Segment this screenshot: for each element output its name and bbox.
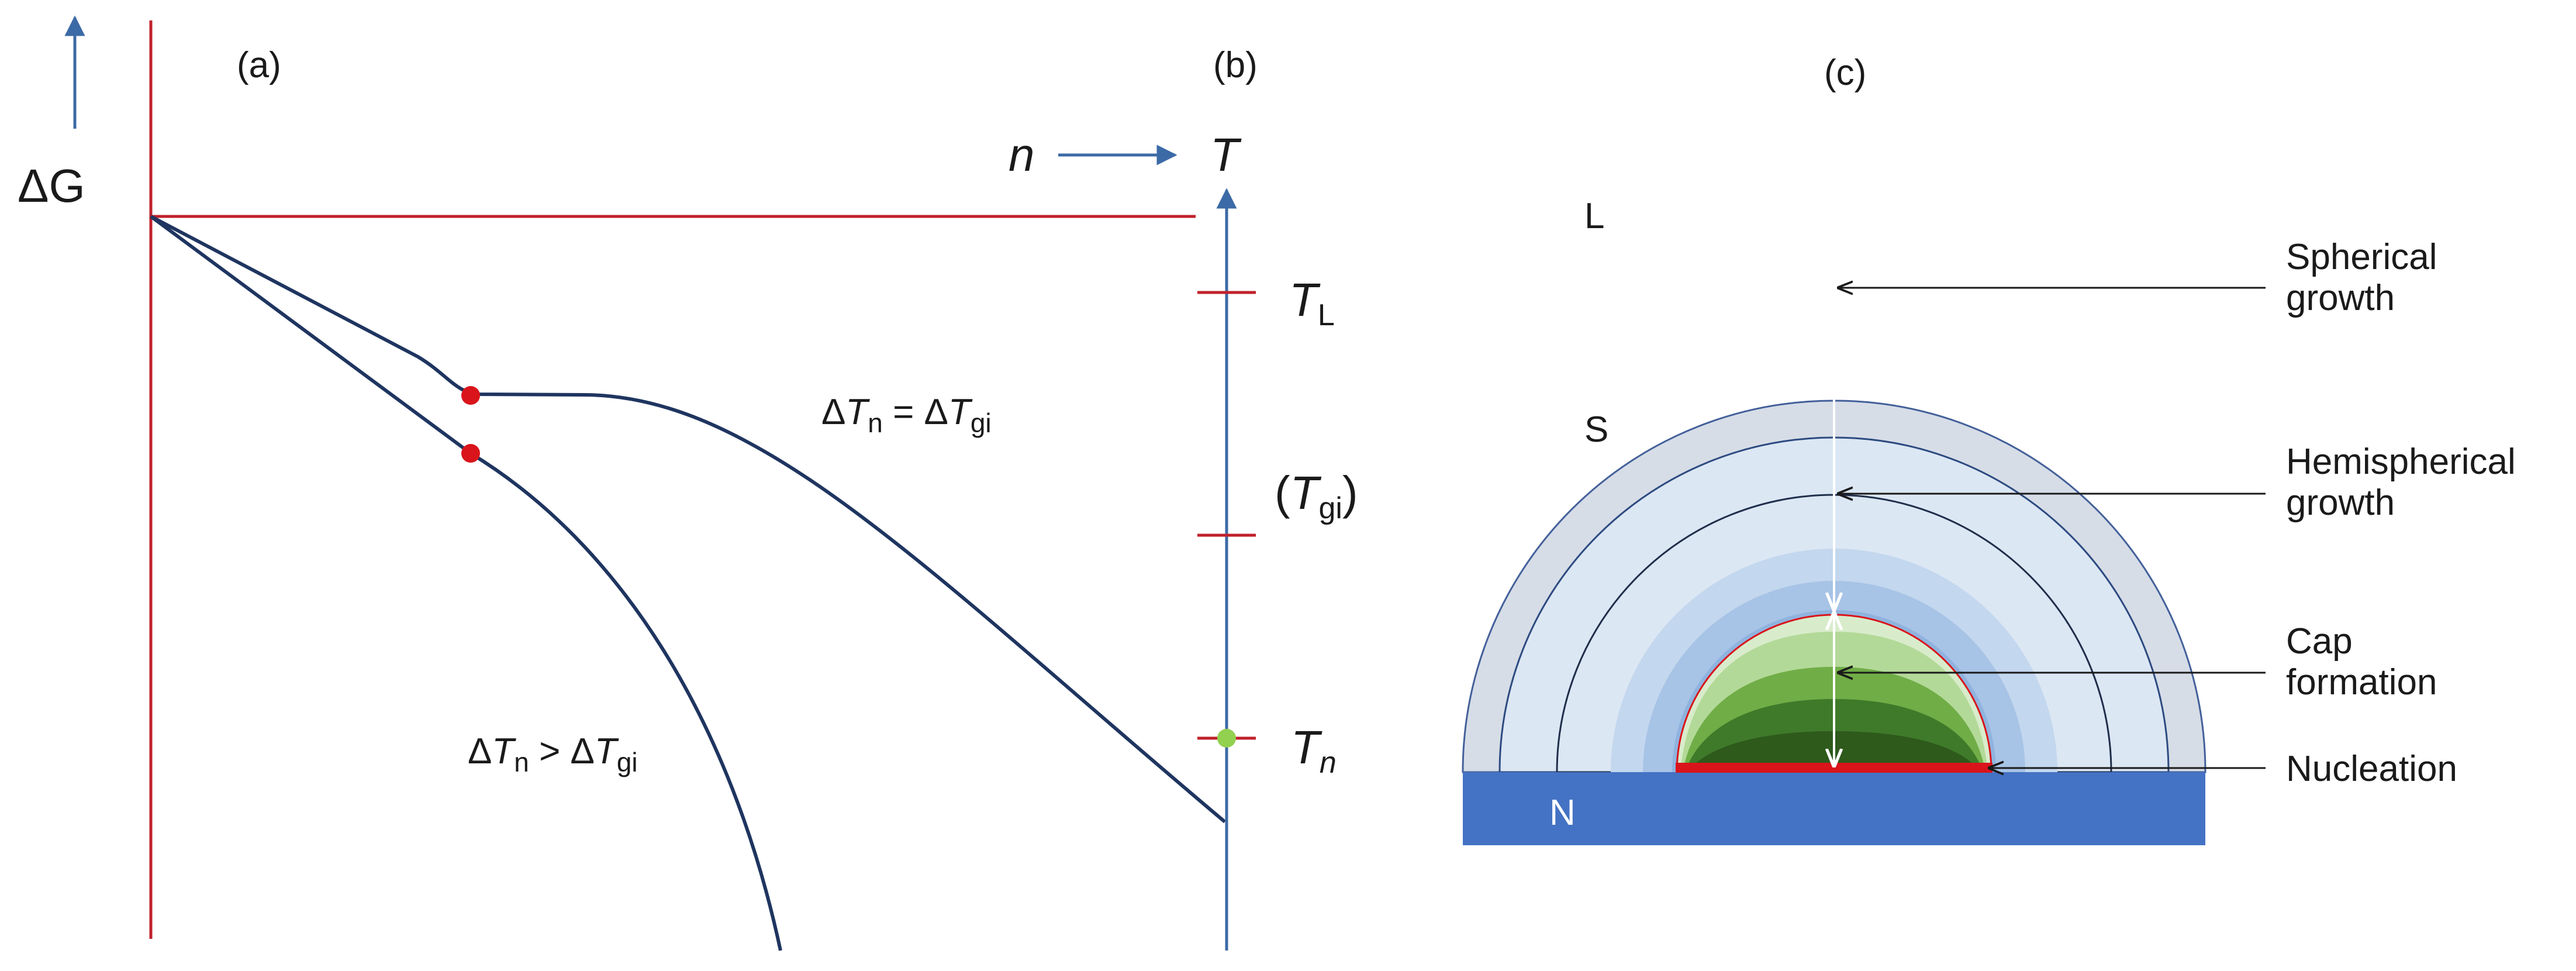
label-tn: Tn xyxy=(1291,721,1337,780)
label-greater-undercooling: ΔTn > ΔTgi xyxy=(468,731,638,777)
panel-c-label: (c) xyxy=(1824,53,1866,93)
panel-a: (a) ΔG ΔTn = ΔTgi ΔTn > ΔTgi xyxy=(18,15,1226,951)
marker-lower-curve xyxy=(461,444,480,463)
marker-upper-curve xyxy=(461,386,480,405)
nucleation-layer xyxy=(1676,763,1993,773)
panel-b: (b) n T TL (Tgi) Tn xyxy=(1009,45,1358,951)
t-symbol: T xyxy=(1210,129,1242,181)
panel-c: (c) L S N Spherical xyxy=(1462,53,2526,845)
stage-spherical-label: Spherical growth xyxy=(2286,237,2447,318)
curve-equal-undercooling xyxy=(150,215,1226,824)
panel-b-label: (b) xyxy=(1213,45,1258,85)
stage-nucleation-label: Nucleation xyxy=(2286,749,2457,789)
nucleant-substrate xyxy=(1463,772,2205,845)
delta-g-symbol: ΔG xyxy=(18,160,85,212)
curve-greater-undercooling xyxy=(150,215,782,951)
label-tgi: (Tgi) xyxy=(1275,467,1358,525)
region-nucleant-label: N xyxy=(1549,793,1576,833)
label-equal-undercooling: ΔTn = ΔTgi xyxy=(821,392,992,438)
region-liquid-label: L xyxy=(1584,196,1604,236)
panel-a-label: (a) xyxy=(237,45,281,85)
marker-tn xyxy=(1217,729,1236,748)
region-solid-label: S xyxy=(1584,409,1608,450)
label-tl: TL xyxy=(1289,274,1335,332)
n-symbol: n xyxy=(1009,129,1035,181)
stage-cap-label: Cap formation xyxy=(2286,621,2437,703)
stage-hemispherical-label: Hemispherical growth xyxy=(2286,442,2526,523)
